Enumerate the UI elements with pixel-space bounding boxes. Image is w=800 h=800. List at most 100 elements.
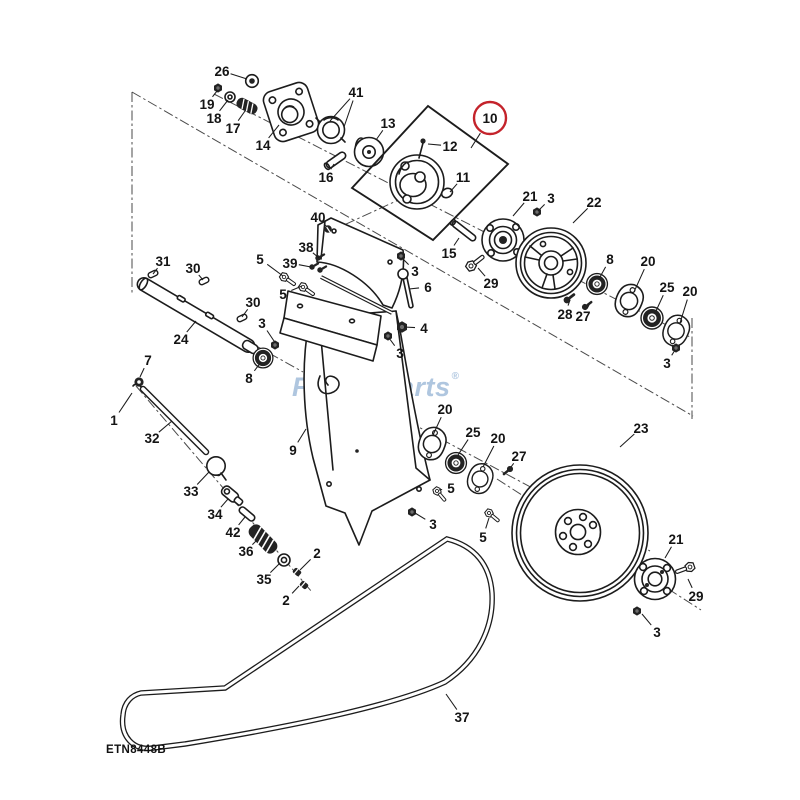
callout-3-12: 3 (547, 191, 555, 206)
callout-27-21: 27 (575, 309, 590, 324)
callout-11-10: 11 (456, 170, 471, 185)
part-26-bushing (244, 73, 260, 89)
part-21-hub (633, 557, 677, 601)
callout-42-44: 42 (225, 525, 240, 540)
part-42-pin (238, 506, 256, 522)
callout-7-34: 7 (144, 353, 152, 368)
callout-21-11: 21 (522, 189, 538, 204)
part-8-bearing (585, 272, 609, 296)
watermark-registered-mark: ® (451, 371, 460, 382)
callout-20-49: 20 (437, 402, 452, 417)
part-13-pulley (353, 136, 385, 168)
part-5-bolt (277, 270, 299, 289)
part-37-belt (119, 536, 495, 752)
part-25-bearing (444, 451, 468, 475)
callout-28-20: 28 (557, 307, 573, 322)
callout-30-30: 30 (245, 295, 260, 310)
callout-20-51: 20 (490, 431, 505, 446)
callout-27-52: 27 (511, 449, 526, 464)
callout-3-32: 3 (258, 316, 266, 331)
callout-33-42: 33 (183, 484, 199, 499)
part-29-bolt (673, 560, 697, 578)
callout-14-4: 14 (255, 138, 271, 153)
callout-3-35: 3 (411, 264, 419, 279)
part-2-clip (299, 580, 309, 590)
callout-5-55: 5 (479, 530, 487, 545)
part-16-pin (323, 151, 347, 171)
callout-40-23: 40 (310, 210, 325, 225)
part-12-bolt (418, 138, 426, 159)
drawing-code: ETN8448B (106, 744, 167, 756)
callout-4-37: 4 (420, 321, 428, 336)
part-10-idler-pulley (389, 154, 445, 210)
part-3-nut (271, 340, 279, 350)
part-38-strap (320, 275, 393, 315)
callout-29-58: 29 (688, 589, 703, 604)
callout-18-2: 18 (206, 111, 222, 126)
callout-2-47: 2 (313, 546, 321, 561)
part-10-assembly-box (350, 104, 510, 242)
part-32-rod (132, 383, 210, 456)
callout-5-27: 5 (279, 287, 287, 302)
part-18-washer (224, 91, 236, 103)
callout-39-25: 39 (282, 256, 297, 271)
part-5-bolt (483, 507, 502, 525)
callout-1-40: 1 (110, 413, 118, 428)
callout-3-22: 3 (663, 356, 671, 371)
callout-10-9: 10 (482, 111, 497, 126)
callout-20-17: 20 (640, 254, 655, 269)
part-channel-bracket (279, 290, 382, 362)
callout-25-50: 25 (465, 425, 481, 440)
callout-8-16: 8 (606, 252, 614, 267)
part-30-key (235, 312, 249, 324)
part-29-bolt (463, 251, 488, 274)
part-2-clip (292, 567, 302, 577)
callout-12-8: 12 (442, 139, 457, 154)
callout-3-59: 3 (653, 625, 661, 640)
callout-26-0: 26 (214, 64, 230, 79)
parts-art (119, 73, 697, 752)
part-11-spacer (440, 187, 454, 199)
callout-21-57: 21 (668, 532, 684, 547)
callout-32-41: 32 (144, 431, 159, 446)
part-23-sheave (511, 464, 649, 602)
leader-lines (118, 73, 693, 710)
callout-5-53: 5 (447, 481, 455, 496)
callout-36-45: 36 (238, 544, 254, 559)
part-15-pin (449, 218, 477, 242)
part-39-screw (316, 263, 329, 274)
callout-23-56: 23 (633, 421, 649, 436)
highlight-circle-10 (472, 100, 508, 136)
part-6-bolt (397, 268, 414, 309)
part-22-pulley (515, 227, 587, 299)
callout-35-46: 35 (256, 572, 272, 587)
part-36-spring (248, 524, 278, 554)
callout-3-54: 3 (429, 517, 437, 532)
part-41-clutch (315, 115, 346, 145)
callout-9-39: 9 (289, 443, 297, 458)
part-5-bolt (431, 485, 449, 504)
callout-19-1: 19 (199, 97, 214, 112)
callout-29-15: 29 (483, 276, 498, 291)
callout-25-18: 25 (659, 280, 675, 295)
callout-3-38: 3 (396, 346, 404, 361)
part-19-nut (214, 83, 222, 93)
callout-20-19: 20 (682, 284, 697, 299)
part-35-washer (277, 553, 291, 567)
callout-6-36: 6 (424, 280, 432, 295)
part-3-nut (633, 606, 641, 616)
part-25-bearing (640, 306, 664, 330)
callout-8-33: 8 (245, 371, 253, 386)
callout-16-7: 16 (318, 170, 334, 185)
part-14-flange-plate (262, 81, 320, 143)
callout-5-26: 5 (256, 252, 264, 267)
callout-31-28: 31 (155, 254, 171, 269)
part-8-bearing (252, 347, 274, 369)
part-3-nut (408, 507, 416, 517)
part-30-key (197, 275, 211, 287)
part-wire-clip (317, 375, 340, 395)
part-21-hub (481, 218, 525, 262)
